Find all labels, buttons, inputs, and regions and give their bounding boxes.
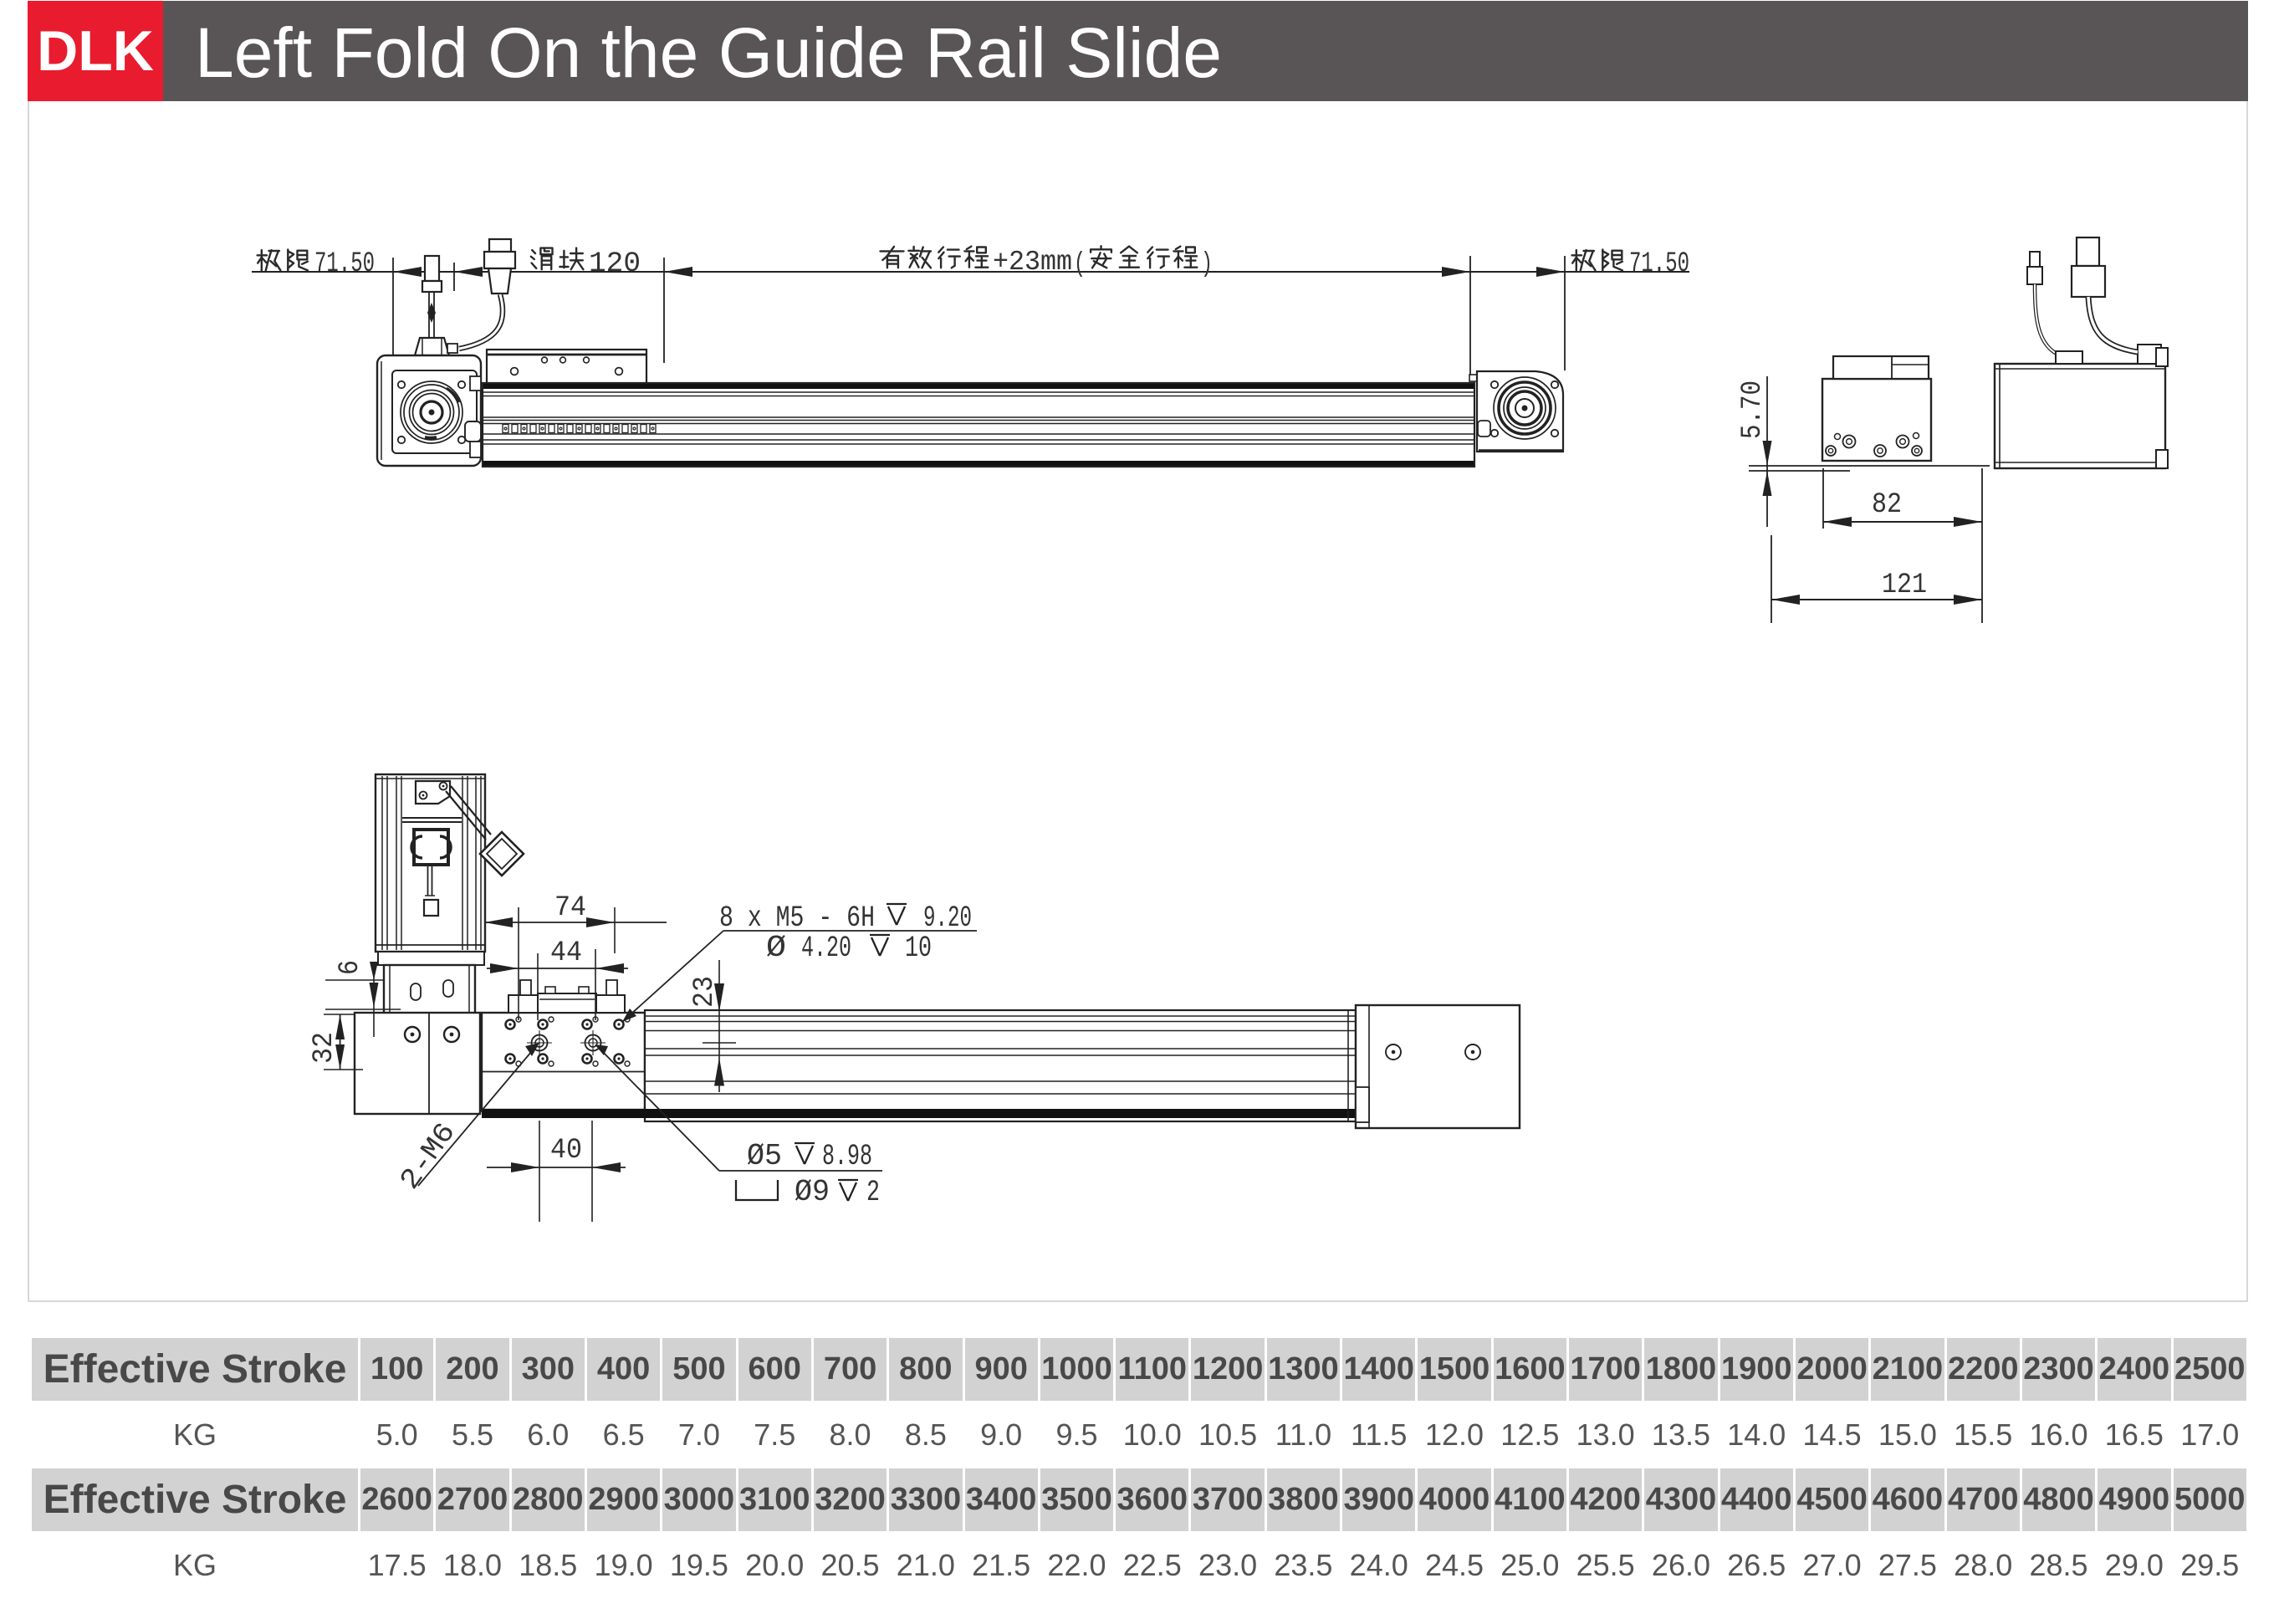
svg-text:Ø9: Ø9 <box>795 1175 830 1209</box>
svg-text:9.20: 9.20 <box>923 901 972 935</box>
svg-text:40: 40 <box>550 1135 582 1167</box>
svg-text:6: 6 <box>335 960 366 975</box>
svg-text:44: 44 <box>550 937 582 969</box>
svg-text:4.20: 4.20 <box>801 932 851 965</box>
svg-text:(: ( <box>1074 248 1086 279</box>
svg-text:10: 10 <box>905 932 932 965</box>
svg-text:71.50: 71.50 <box>314 248 375 280</box>
svg-text:Ø: Ø <box>766 931 786 965</box>
svg-text:8.98: 8.98 <box>822 1140 872 1173</box>
svg-text:8 x M5 - 6H: 8 x M5 - 6H <box>719 901 875 935</box>
svg-text:2: 2 <box>866 1176 880 1209</box>
svg-text:71.50: 71.50 <box>1629 248 1689 280</box>
svg-text:Ø5: Ø5 <box>747 1139 782 1173</box>
svg-text:+23mm: +23mm <box>993 247 1072 278</box>
svg-text:120: 120 <box>589 248 641 280</box>
svg-text:23: 23 <box>689 976 721 1008</box>
svg-text:): ) <box>1201 248 1213 279</box>
svg-text:32: 32 <box>309 1032 340 1064</box>
svg-text:121: 121 <box>1882 569 1927 601</box>
svg-text:5.70: 5.70 <box>1737 380 1769 439</box>
svg-text:2-M6: 2-M6 <box>395 1117 463 1196</box>
svg-text:74: 74 <box>554 892 586 924</box>
svg-text:82: 82 <box>1872 489 1902 521</box>
